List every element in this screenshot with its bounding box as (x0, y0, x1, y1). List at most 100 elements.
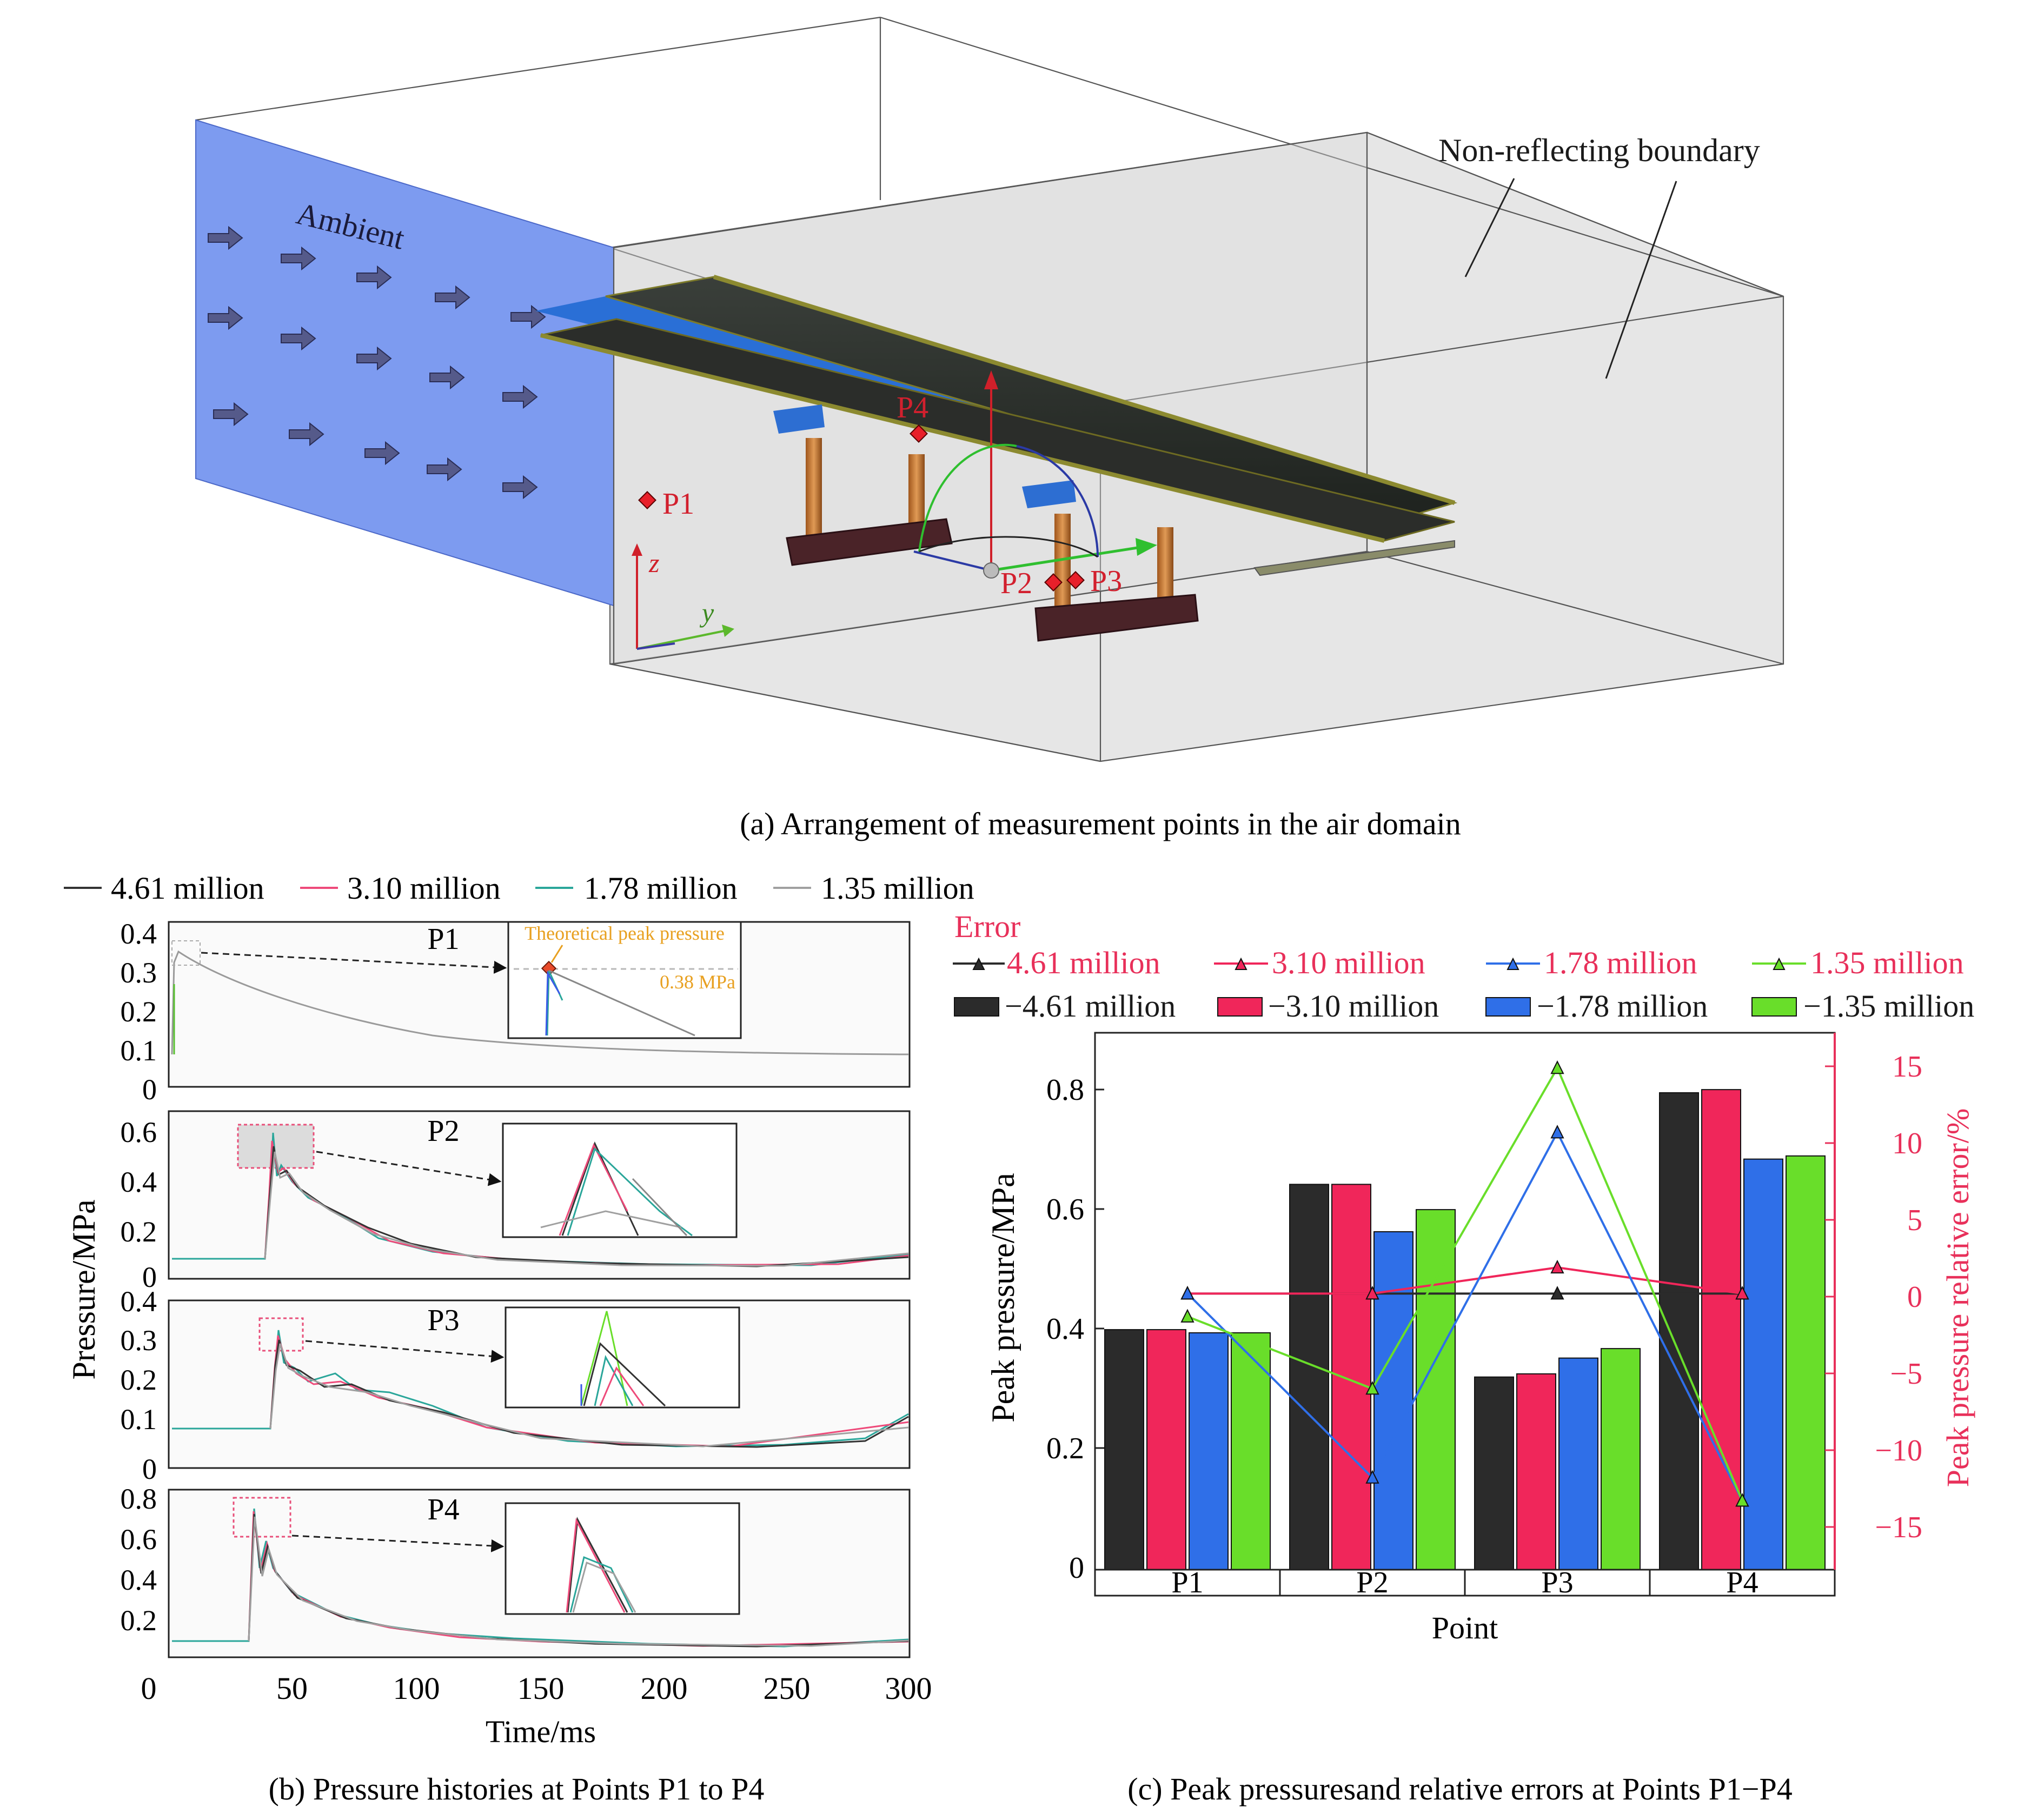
x-tick: 200 (641, 1671, 688, 1706)
left-axis-ticks (1095, 1088, 1104, 1571)
caption-c: (c) Peak pressuresand relative errors at… (1127, 1771, 1792, 1807)
p3-ytick: 0.3 (121, 1324, 157, 1357)
left-tick-label: 0.4 (1046, 1312, 1084, 1346)
bar-p3-series-1 (1474, 1376, 1514, 1570)
p2-ytick: 0.6 (121, 1116, 157, 1148)
error-marker-p1-series-3 (1180, 1286, 1194, 1300)
subplot-p2-title: P2 (427, 1114, 459, 1148)
line-legend-item-3.10: 3.10 million (1214, 945, 1425, 980)
legend-label-1.35: 1.35 million (821, 871, 974, 906)
error-marker-p3-series-1 (1550, 1286, 1564, 1300)
p2-ytick: 0.4 (121, 1166, 157, 1198)
ambient-face (195, 119, 614, 607)
point-label-p3: P3 (1090, 565, 1122, 598)
point-label-p4: P4 (897, 391, 928, 424)
flow-arrows (208, 225, 546, 500)
x-tick: 50 (276, 1671, 308, 1706)
right-tick-label: 5 (1907, 1204, 1922, 1237)
right-tick-label: 10 (1892, 1127, 1922, 1160)
subplot-p1-title: P1 (427, 922, 459, 956)
subplot-p2-yticks: 0.6 0.4 0.2 0 (121, 1116, 157, 1293)
panel-b-xticks: 0 50 100 150 200 250 300 (141, 1671, 932, 1706)
bar-legend-swatch-4.61 (954, 997, 999, 1017)
error-marker-p4-series-2 (1735, 1286, 1749, 1300)
error-marker-p2-series-3 (1365, 1470, 1379, 1484)
p1-ytick: 0.2 (121, 995, 157, 1028)
bar-p3-series-2 (1516, 1373, 1556, 1571)
bar-p2-series-4 (1416, 1209, 1456, 1571)
left-axis-labels: 0 0.2 0.4 0.6 0.8 (1046, 1073, 1084, 1585)
p1-value-label: 0.38 MPa (660, 971, 735, 993)
point-marker-p3 (1066, 571, 1085, 589)
subplot-p1-yticks: 0.4 0.3 0.2 0.1 0 (121, 918, 157, 1106)
bar-p1-series-3 (1189, 1332, 1229, 1571)
bar-p4-series-3 (1743, 1158, 1783, 1570)
left-tick-label: 0.2 (1046, 1432, 1084, 1465)
panel-b-legend: 4.61 million 3.10 million 1.78 million 1… (64, 871, 974, 906)
line-legend-item-4.61: 4.61 million (953, 945, 1160, 980)
p3-ytick: 0.1 (121, 1403, 157, 1436)
p1-ytick: 0 (142, 1073, 157, 1106)
p3-ytick: 0.2 (121, 1364, 157, 1396)
bar-p1-series-2 (1146, 1329, 1186, 1570)
right-tick-label: −10 (1875, 1434, 1922, 1467)
bar-legend-label: −3.10 million (1268, 988, 1439, 1024)
axis-y-label: y (699, 597, 714, 628)
error-line-series-3 (1186, 1130, 1743, 1502)
measurement-points: P1 P4 P2 P3 (638, 391, 1122, 600)
panel-c-xlabel: Point (1432, 1610, 1498, 1645)
legend-label-3.10: 3.10 million (347, 871, 501, 906)
panel-b: 4.61 million 3.10 million 1.78 million 1… (64, 871, 974, 1807)
subplot-p3-yticks: 0.4 0.3 0.2 0.1 0 (121, 1285, 157, 1485)
category-labels: P1 P2 P3 P4 (1171, 1566, 1758, 1599)
line-legend-item-1.78: 1.78 million (1486, 945, 1697, 980)
bar-legend-swatch-3.10 (1217, 997, 1263, 1017)
category-dividers (1279, 1570, 1651, 1596)
right-axis-ticks (1825, 1065, 1835, 1528)
error-marker-p2-series-2 (1365, 1286, 1379, 1300)
p1-zoom-box (171, 940, 201, 966)
panel-b-xlabel: Time/ms (486, 1714, 596, 1749)
caption-a: (a) Arrangement of measurement points in… (740, 806, 1461, 841)
p4-ytick: 0.8 (121, 1483, 157, 1515)
p4-ytick: 0.6 (121, 1523, 157, 1556)
panel-a: Ambient (195, 16, 1784, 841)
p2-ytick: 0.2 (121, 1216, 157, 1248)
left-axis-label: Peak pressure/MPa (985, 1173, 1021, 1423)
bar-legend-label: −1.35 million (1803, 988, 1974, 1024)
p1-zoom-arrow (201, 952, 507, 974)
error-marker-p3-series-4 (1550, 1060, 1564, 1074)
right-tick-label: −15 (1875, 1511, 1922, 1544)
bar-legend-label: −4.61 million (1005, 988, 1176, 1024)
bar-p3-series-4 (1601, 1348, 1641, 1571)
p1-ytick: 0.1 (121, 1034, 157, 1067)
p2-curves (172, 1132, 909, 1267)
p2-inset (502, 1123, 738, 1238)
p1-inset-curves (545, 969, 695, 1037)
bar-p2-series-1 (1289, 1184, 1329, 1570)
p1-ytick: 0.3 (121, 957, 157, 989)
p3-zoom-arrow (305, 1340, 505, 1363)
line-legend-label: 1.78 million (1544, 945, 1697, 980)
p1-ytick: 0.4 (121, 918, 157, 950)
p4-ytick: 0.4 (121, 1564, 157, 1596)
line-legend: 4.61 million 3.10 million 1.78 million 1… (953, 945, 1964, 980)
boundary-leader-2 (1605, 181, 1677, 379)
boundary-label: Non-reflecting boundary (1438, 132, 1760, 168)
legend-label-1.78: 1.78 million (584, 871, 738, 906)
panel-b-ylabel: Pressure/MPa (66, 1199, 102, 1379)
left-tick-label: 0.6 (1046, 1193, 1084, 1226)
p3-ytick: 0.4 (121, 1285, 157, 1318)
bar-p3-series-3 (1558, 1357, 1598, 1570)
p1-curve (171, 950, 909, 1055)
right-tick-label: 0 (1907, 1280, 1922, 1314)
line-legend-label: 4.61 million (1007, 945, 1160, 980)
bar-legend-swatch-1.78 (1485, 997, 1531, 1017)
p1-theoretical-label: Theoretical peak pressure (525, 922, 725, 944)
point-marker-p4 (910, 424, 928, 443)
boundary-leader-1 (1464, 178, 1515, 277)
bar-p1-series-4 (1231, 1332, 1271, 1571)
x-tick: 100 (393, 1671, 440, 1706)
bar-p1-series-1 (1104, 1329, 1144, 1570)
